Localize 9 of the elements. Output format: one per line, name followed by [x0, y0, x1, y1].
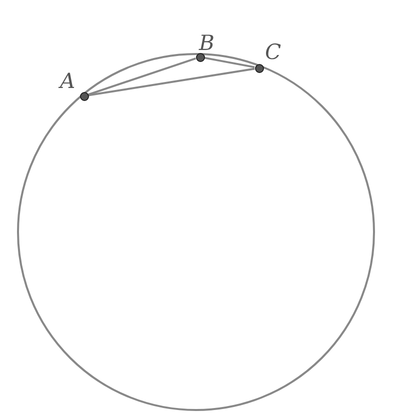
point-label: A	[60, 71, 76, 92]
line-segment	[88, 68, 255, 96]
point-marker	[254, 64, 264, 72]
point-marker	[196, 52, 204, 62]
point-label: C	[265, 42, 282, 63]
point-marker	[80, 92, 88, 100]
point-label: B	[199, 33, 214, 54]
line-segment	[88, 57, 196, 96]
line-segment	[204, 56, 255, 68]
